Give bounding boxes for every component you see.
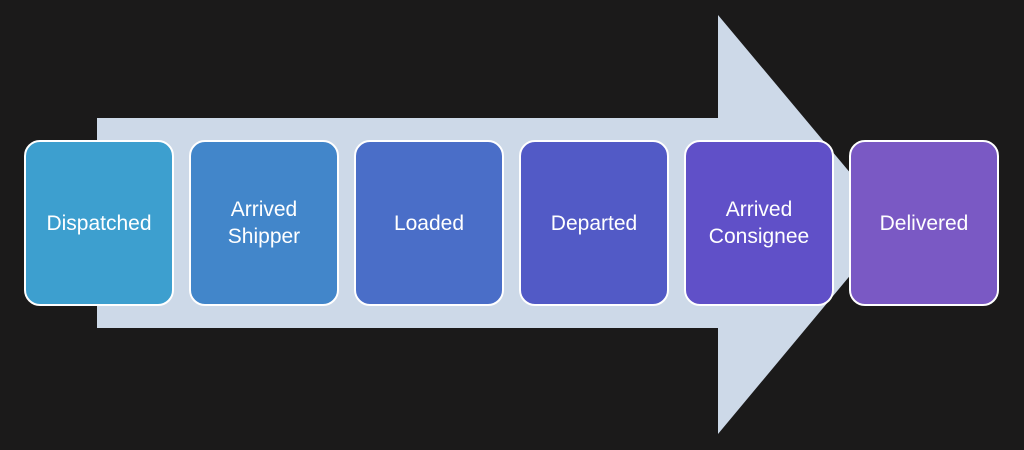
- step-arrived-shipper: Arrived Shipper: [189, 140, 339, 306]
- step-departed: Departed: [519, 140, 669, 306]
- step-delivered: Delivered: [849, 140, 999, 306]
- step-loaded: Loaded: [354, 140, 504, 306]
- step-dispatched: Dispatched: [24, 140, 174, 306]
- step-arrived-consignee: Arrived Consignee: [684, 140, 834, 306]
